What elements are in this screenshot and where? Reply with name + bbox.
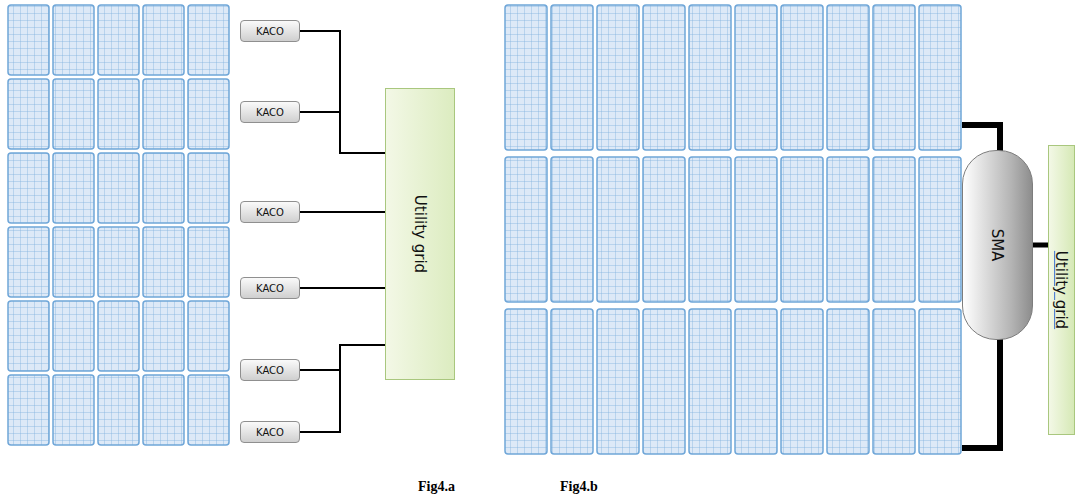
pv-panel — [919, 5, 961, 150]
ac-wire — [300, 31, 385, 153]
pv-panel — [505, 309, 547, 454]
node-label: KACO — [256, 26, 284, 37]
pv-panel — [188, 375, 229, 445]
pv-panel — [551, 309, 593, 454]
pv-panel — [53, 153, 94, 223]
node-label: KACO — [256, 427, 284, 438]
pv-panel — [781, 5, 823, 150]
pv-panel — [643, 309, 685, 454]
pv-panel — [827, 5, 869, 150]
pv-panel — [873, 5, 915, 150]
pv-panel — [735, 309, 777, 454]
pv-panel — [919, 309, 961, 454]
pv-panel — [8, 153, 49, 223]
ac-wire — [300, 112, 385, 153]
pv-panel — [781, 157, 823, 302]
pv-panel — [551, 5, 593, 150]
pv-panel — [873, 309, 915, 454]
pv-panel — [143, 153, 184, 223]
figure-caption: Fig4.b — [560, 479, 598, 495]
pv-panel — [919, 157, 961, 302]
pv-panel — [188, 153, 229, 223]
pv-panel — [98, 79, 139, 149]
pv-panel — [143, 5, 184, 75]
pv-panel — [827, 157, 869, 302]
node-label: KACO — [256, 365, 284, 376]
pv-panel — [8, 5, 49, 75]
pv-panel — [8, 301, 49, 371]
pv-panel — [188, 301, 229, 371]
ac-wire — [300, 211, 385, 213]
kaco-inverter: KACO — [240, 277, 300, 299]
kaco-inverter: KACO — [240, 421, 300, 443]
utility-grid-box: Utility grid — [385, 88, 455, 380]
pv-panel — [781, 309, 823, 454]
pv-panel — [53, 5, 94, 75]
pv-panel — [188, 5, 229, 75]
kaco-inverter: KACO — [240, 20, 300, 42]
ac-wire — [300, 345, 385, 432]
ac-wire — [300, 287, 385, 289]
pv-panel — [53, 79, 94, 149]
pv-panel — [689, 5, 731, 150]
kaco-inverter: KACO — [240, 101, 300, 123]
node-label: SMA — [988, 229, 1006, 262]
pv-panel — [643, 5, 685, 150]
pv-panel — [735, 157, 777, 302]
pv-panel — [53, 301, 94, 371]
pv-panel — [98, 375, 139, 445]
pv-panel — [505, 157, 547, 302]
node-label: Utility grid — [411, 195, 429, 273]
pv-panel — [597, 309, 639, 454]
utility-grid-box: Utility grid — [1048, 145, 1075, 435]
pv-panel — [689, 309, 731, 454]
pv-panel — [8, 375, 49, 445]
node-label: Utility grid — [1053, 251, 1071, 329]
pv-panel — [143, 375, 184, 445]
pv-panel — [188, 227, 229, 297]
node-label: KACO — [256, 283, 284, 294]
pv-panel — [873, 157, 915, 302]
pv-panel — [53, 227, 94, 297]
pv-panel — [188, 79, 229, 149]
pv-panel — [143, 301, 184, 371]
pv-panel — [98, 5, 139, 75]
pv-panel — [597, 157, 639, 302]
pv-panel — [53, 375, 94, 445]
pv-panel — [143, 79, 184, 149]
node-label: KACO — [256, 107, 284, 118]
pv-panel — [98, 301, 139, 371]
pv-panel — [98, 227, 139, 297]
pv-panel — [597, 5, 639, 150]
pv-panel — [143, 227, 184, 297]
pv-panel — [98, 153, 139, 223]
kaco-inverter: KACO — [240, 201, 300, 223]
node-label: KACO — [256, 207, 284, 218]
pv-panel — [827, 309, 869, 454]
pv-panel — [8, 79, 49, 149]
pv-panel — [505, 5, 547, 150]
ac-wire — [300, 345, 385, 370]
pv-panel — [551, 157, 593, 302]
ac-wire — [1033, 243, 1048, 248]
sma-inverter: SMA — [962, 150, 1033, 340]
figure-caption: Fig4.a — [418, 479, 455, 495]
pv-panel — [8, 227, 49, 297]
pv-panel — [689, 157, 731, 302]
kaco-inverter: KACO — [240, 359, 300, 381]
pv-panel — [643, 157, 685, 302]
pv-panel — [735, 5, 777, 150]
